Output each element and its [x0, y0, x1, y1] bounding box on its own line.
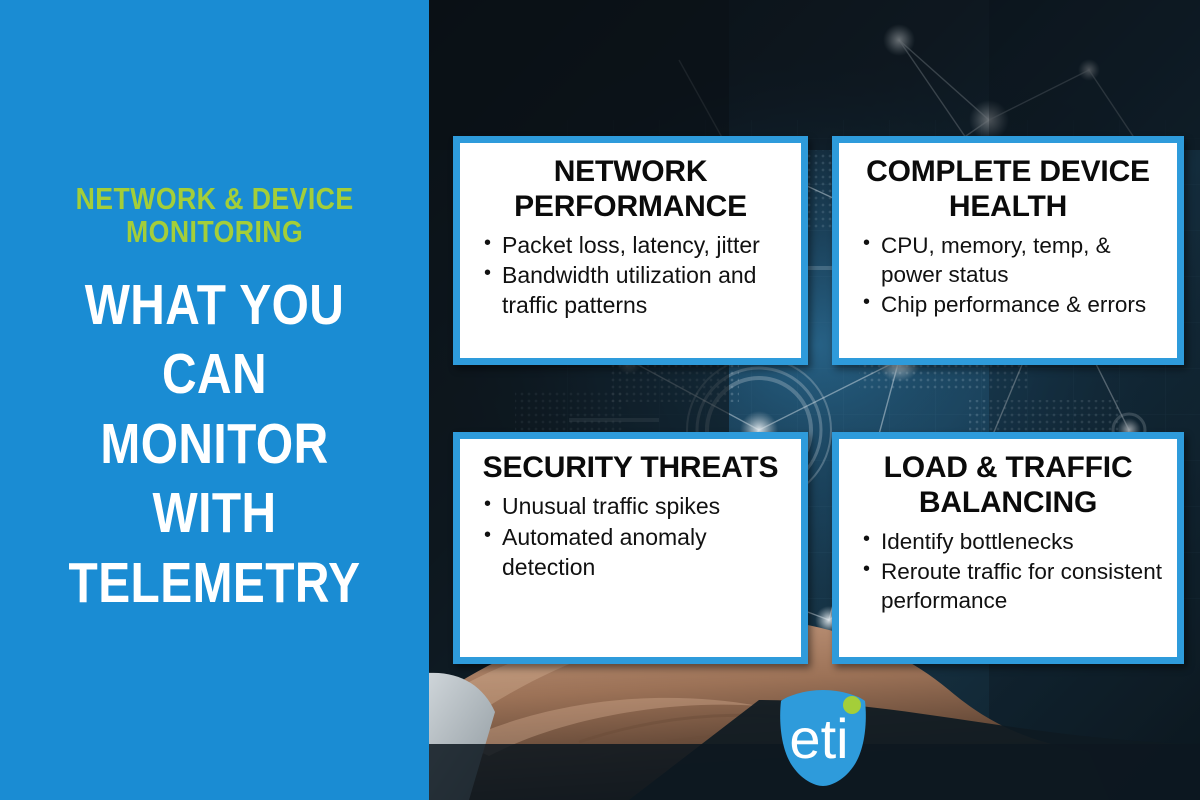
- card-bullet: Reroute traffic for consistent performan…: [863, 556, 1163, 616]
- card-complete-device-health[interactable]: COMPLETE DEVICE HEALTH CPU, memory, temp…: [832, 136, 1184, 365]
- card-bullet: Packet loss, latency, jitter: [484, 230, 787, 261]
- card-title: LOAD & TRAFFIC BALANCING: [883, 451, 1133, 519]
- card-bullet: Unusual traffic spikes: [484, 491, 787, 522]
- card-bullet-list: Identify bottlenecks Reroute traffic for…: [853, 526, 1163, 616]
- eti-shield-logo[interactable]: eti: [775, 688, 871, 788]
- card-bullet: CPU, memory, temp, & power status: [863, 230, 1163, 290]
- card-bullet-list: Packet loss, latency, jitter Bandwidth u…: [474, 230, 787, 322]
- page-title: WHAT YOU CAN MONITOR WITH TELEMETRY: [68, 272, 361, 615]
- background-illustration: [429, 0, 1200, 800]
- card-bullet: Automated anomaly detection: [484, 522, 787, 583]
- logo-wordmark: eti: [789, 707, 848, 770]
- network-graph-photo: [429, 0, 1200, 800]
- card-bullet: Bandwidth utilization and traffic patter…: [484, 260, 787, 321]
- card-bullet-list: CPU, memory, temp, & power status Chip p…: [853, 230, 1163, 320]
- card-bullet: Identify bottlenecks: [863, 526, 1163, 556]
- photo-panel: [429, 0, 1200, 800]
- card-title: SECURITY THREATS: [482, 451, 779, 484]
- feature-card-grid: NETWORK PERFORMANCE Packet loss, latency…: [429, 0, 1200, 800]
- panel-eyebrow: NETWORK & DEVICE MONITORING: [75, 180, 354, 250]
- card-title: NETWORK PERFORMANCE: [514, 155, 747, 223]
- card-network-performance[interactable]: NETWORK PERFORMANCE Packet loss, latency…: [453, 136, 808, 365]
- logo-dot: [843, 696, 861, 714]
- card-security-threats[interactable]: SECURITY THREATS Unusual traffic spikes …: [453, 432, 808, 664]
- card-bullet: Chip performance & errors: [863, 289, 1163, 319]
- card-title: COMPLETE DEVICE HEALTH: [866, 155, 1150, 223]
- left-title-panel: NETWORK & DEVICE MONITORING WHAT YOU CAN…: [0, 0, 429, 800]
- shield-icon: eti: [780, 690, 866, 786]
- card-bullet-list: Unusual traffic spikes Automated anomaly…: [474, 491, 787, 583]
- card-load-traffic-balancing[interactable]: LOAD & TRAFFIC BALANCING Identify bottle…: [832, 432, 1184, 664]
